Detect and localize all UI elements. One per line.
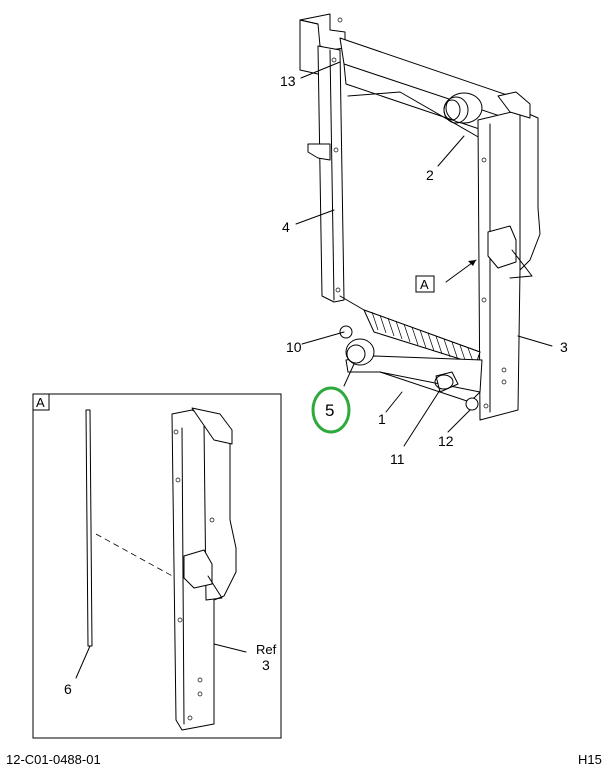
drawing-number: 12-C01-0488-01 (6, 752, 101, 767)
callout-6: 6 (64, 681, 72, 697)
side-outlet-fitting (434, 371, 459, 393)
petcock-valve (339, 325, 353, 339)
lower-inlet-fitting (345, 338, 375, 366)
callout-labels: 13 2 4 10 3 1 12 11 5 (280, 73, 568, 467)
callout-11: 11 (390, 451, 405, 467)
seal-strip (85, 409, 93, 647)
fastener-bolts (331, 17, 507, 409)
callout-12: 12 (438, 433, 454, 449)
callout-4: 4 (282, 219, 290, 235)
callout-2: 2 (426, 167, 434, 183)
highlight-circle-item-5 (311, 386, 351, 434)
callout-5: 5 (325, 401, 334, 420)
detail-view-a: A 6 Ref 3 (32, 393, 282, 739)
callout-3: 3 (560, 339, 568, 355)
callout-ref-word: Ref (256, 642, 277, 657)
upper-outlet-fitting (443, 92, 483, 124)
callout-10: 10 (286, 339, 302, 355)
sheet-code: H15 (578, 752, 602, 767)
drain-cock (465, 397, 479, 411)
radiator-assembly (299, 13, 541, 421)
callout-1: 1 (378, 411, 386, 427)
svg-text:A: A (36, 395, 45, 410)
svg-text:A: A (420, 277, 429, 292)
leader-lines (295, 61, 553, 447)
callout-13: 13 (280, 73, 296, 89)
view-label-box: A (415, 275, 435, 293)
callout-ref-3: 3 (262, 657, 270, 673)
